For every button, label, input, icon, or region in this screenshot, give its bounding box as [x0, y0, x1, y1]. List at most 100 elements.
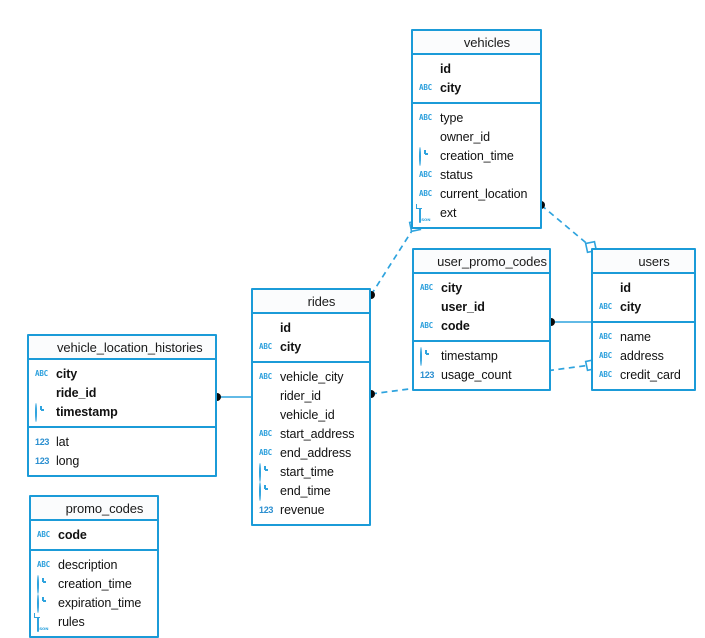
string-type-icon: ABC	[420, 283, 433, 292]
field-name: city	[440, 80, 462, 95]
table-icon	[287, 294, 302, 309]
field-name: address	[620, 348, 664, 363]
field-row[interactable]: creation_time	[413, 146, 540, 166]
field-row[interactable]: id	[253, 318, 369, 337]
field-name: creation_time	[58, 576, 132, 591]
id-badge-icon	[29, 385, 50, 400]
string-type-icon: ABC	[419, 189, 432, 198]
field-row[interactable]: rider_id	[253, 386, 369, 405]
field-row[interactable]: ABC description	[31, 555, 157, 574]
field-name: vehicle_city	[280, 369, 344, 384]
field-name: revenue	[280, 502, 325, 517]
field-row[interactable]: start_time	[253, 462, 369, 482]
field-row[interactable]: id	[413, 59, 540, 78]
field-row[interactable]: user_id	[414, 297, 549, 316]
entity-title: users	[638, 253, 670, 269]
field-row[interactable]: ext	[413, 203, 540, 223]
field-row[interactable]: id	[593, 278, 694, 297]
field-name: rules	[58, 614, 85, 629]
field-name: code	[58, 527, 87, 542]
entity-title: vehicle_location_histories	[57, 339, 203, 355]
table-icon	[416, 254, 431, 269]
string-type-icon: ABC	[259, 372, 272, 381]
string-type-icon: ABC	[419, 113, 432, 122]
field-row[interactable]: rules	[31, 612, 157, 632]
entity-header[interactable]: promo_codes	[31, 497, 157, 521]
relationship-vehicles-to-users	[537, 201, 598, 254]
timestamp-type-icon	[35, 403, 50, 422]
id-badge-icon	[413, 61, 434, 76]
field-name: id	[620, 280, 631, 295]
field-row[interactable]: end_time	[253, 481, 369, 501]
field-name: name	[620, 329, 651, 344]
field-name: start_address	[280, 426, 355, 441]
json-type-icon	[419, 204, 434, 223]
field-row[interactable]: vehicle_id	[253, 405, 369, 424]
numeric-type-icon: 123	[420, 370, 435, 380]
timestamp-type-icon	[419, 147, 434, 166]
timestamp-type-icon	[420, 347, 435, 366]
numeric-type-icon: 123	[35, 456, 50, 466]
timestamp-type-icon	[37, 575, 52, 594]
field-row[interactable]: creation_time	[31, 574, 157, 594]
string-type-icon: ABC	[599, 332, 612, 341]
field-row[interactable]: ride_id	[29, 383, 215, 402]
id-badge-icon	[593, 280, 614, 295]
field-row[interactable]: timestamp	[414, 346, 549, 366]
string-type-icon: ABC	[599, 351, 612, 360]
entity-header[interactable]: vehicle_location_histories	[29, 336, 215, 360]
field-name: start_time	[280, 464, 334, 479]
relationship-line	[540, 204, 592, 248]
field-row[interactable]: owner_id	[413, 127, 540, 146]
timestamp-type-icon	[259, 463, 274, 482]
field-row[interactable]: ABC vehicle_city	[253, 367, 369, 386]
entity-title: vehicles	[463, 34, 511, 50]
entity-header[interactable]: vehicles	[413, 31, 540, 55]
entity-header[interactable]: user_promo_codes	[414, 250, 549, 274]
table-icon	[617, 254, 632, 269]
field-name: end_time	[280, 483, 331, 498]
entity-header[interactable]: users	[593, 250, 694, 274]
field-name: id	[440, 61, 451, 76]
table-icon	[443, 35, 458, 50]
field-name: description	[58, 557, 118, 572]
field-row[interactable]: ABC address	[593, 346, 694, 365]
field-name: vehicle_id	[280, 407, 335, 422]
entity-header[interactable]: rides	[253, 290, 369, 314]
string-type-icon: ABC	[37, 560, 50, 569]
timestamp-type-icon	[259, 482, 274, 501]
field-row[interactable]: timestamp	[29, 402, 215, 422]
field-name: end_address	[280, 445, 352, 460]
field-row[interactable]: ABC name	[593, 327, 694, 346]
field-row[interactable]: expiration_time	[31, 593, 157, 613]
